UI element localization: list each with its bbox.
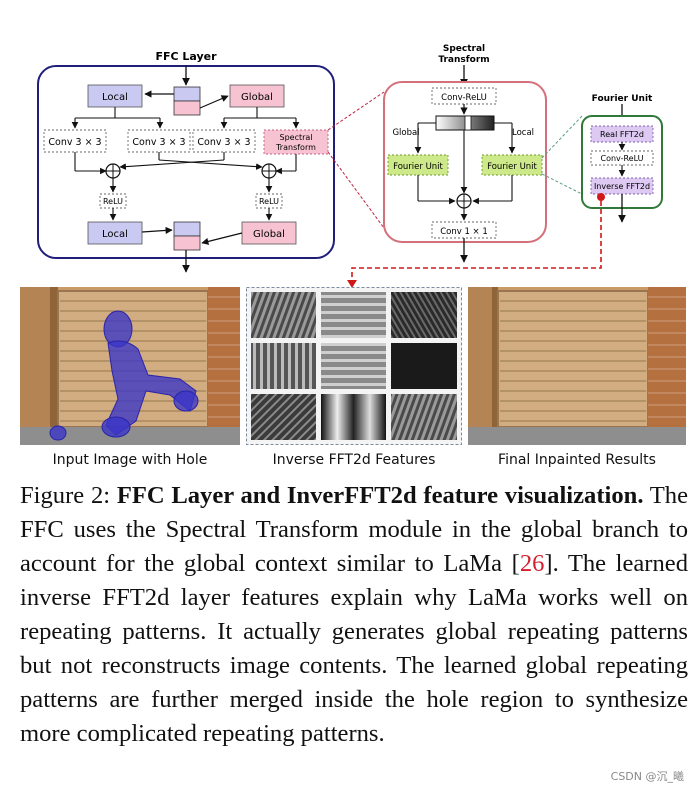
relu-label-left: ReLU — [103, 197, 123, 206]
features-svg — [246, 287, 462, 445]
spectral-global-label: Global — [392, 128, 419, 138]
inverse-fft2d-features — [246, 287, 462, 445]
local-bottom-box — [87, 221, 143, 245]
caption-body-1: The FFC uses the Spectral Transform modu… — [20, 482, 688, 577]
local-top-label: Local — [102, 92, 128, 103]
fourier-unit-label-right: Fourier Unit — [487, 162, 537, 172]
spectral-transform-box — [263, 129, 329, 155]
fourier-conv-relu-label: Conv-ReLU — [601, 154, 644, 163]
caption-body-2: ]. The learned inverse FFT2d layer featu… — [20, 550, 689, 747]
relu-label-right: ReLU — [259, 197, 279, 206]
real-fft2d-label: Real FFT2d — [600, 130, 644, 139]
citation-link[interactable]: 26 — [519, 550, 545, 577]
conv-1x1-label: Conv 1 × 1 — [440, 227, 488, 237]
spectral-title-line2: Transform — [438, 55, 489, 65]
fourier-unit-label-left: Fourier Unit — [393, 162, 443, 172]
conv-box-2 — [127, 129, 191, 153]
input-image-label: Input Image with Hole — [52, 452, 208, 468]
result-label: Final Inpainted Results — [498, 452, 656, 468]
global-bottom-label: Global — [253, 229, 285, 240]
ffc-layer-title: FFC Layer — [155, 50, 217, 63]
fourier-unit-title: Fourier Unit — [592, 94, 653, 104]
figure-caption: Figure 2: FFC Layer and InverFFT2d featu… — [20, 479, 688, 751]
fourier-conv-relu-box — [590, 150, 654, 166]
caption-prefix: Figure 2: — [20, 482, 117, 509]
local-bottom-label: Local — [102, 229, 128, 240]
conv-box-1 — [43, 129, 107, 153]
spectral-title-line1: Spectral — [443, 44, 485, 54]
input-image-with-hole — [20, 287, 240, 445]
ffc-diagram: FFC Layer Local Global Conv 3 × 3 Conv 3… — [37, 44, 663, 288]
spectral-conv-relu-label: Conv-ReLU — [441, 93, 487, 103]
final-inpainted-result — [468, 287, 686, 445]
features-label: Inverse FFT2d Features — [272, 452, 436, 468]
spectral-frame — [383, 81, 547, 243]
global-top-label: Global — [241, 92, 273, 103]
red-dashed-pointer — [351, 201, 602, 283]
conv-label-3: Conv 3 × 3 — [197, 137, 250, 148]
conv-label-2: Conv 3 × 3 — [132, 137, 185, 148]
result-image-svg — [468, 287, 686, 445]
conv-box-3 — [192, 129, 256, 153]
inverse-fft-marker — [597, 193, 605, 201]
output-split-block — [173, 221, 201, 237]
caption-bold-title: FFC Layer and InverFFT2d feature visuali… — [116, 482, 644, 509]
input-split-block — [173, 86, 201, 102]
spectral-label-line2: Transform — [275, 143, 316, 152]
watermark: CSDN @沉_曦 — [610, 770, 684, 783]
spectral-label-line1: Spectral — [279, 133, 312, 142]
inverse-fft2d-label: Inverse FFT2d — [594, 182, 650, 191]
conv-label-1: Conv 3 × 3 — [48, 137, 101, 148]
spectral-local-label: Local — [512, 128, 534, 138]
input-image-svg — [20, 287, 240, 445]
